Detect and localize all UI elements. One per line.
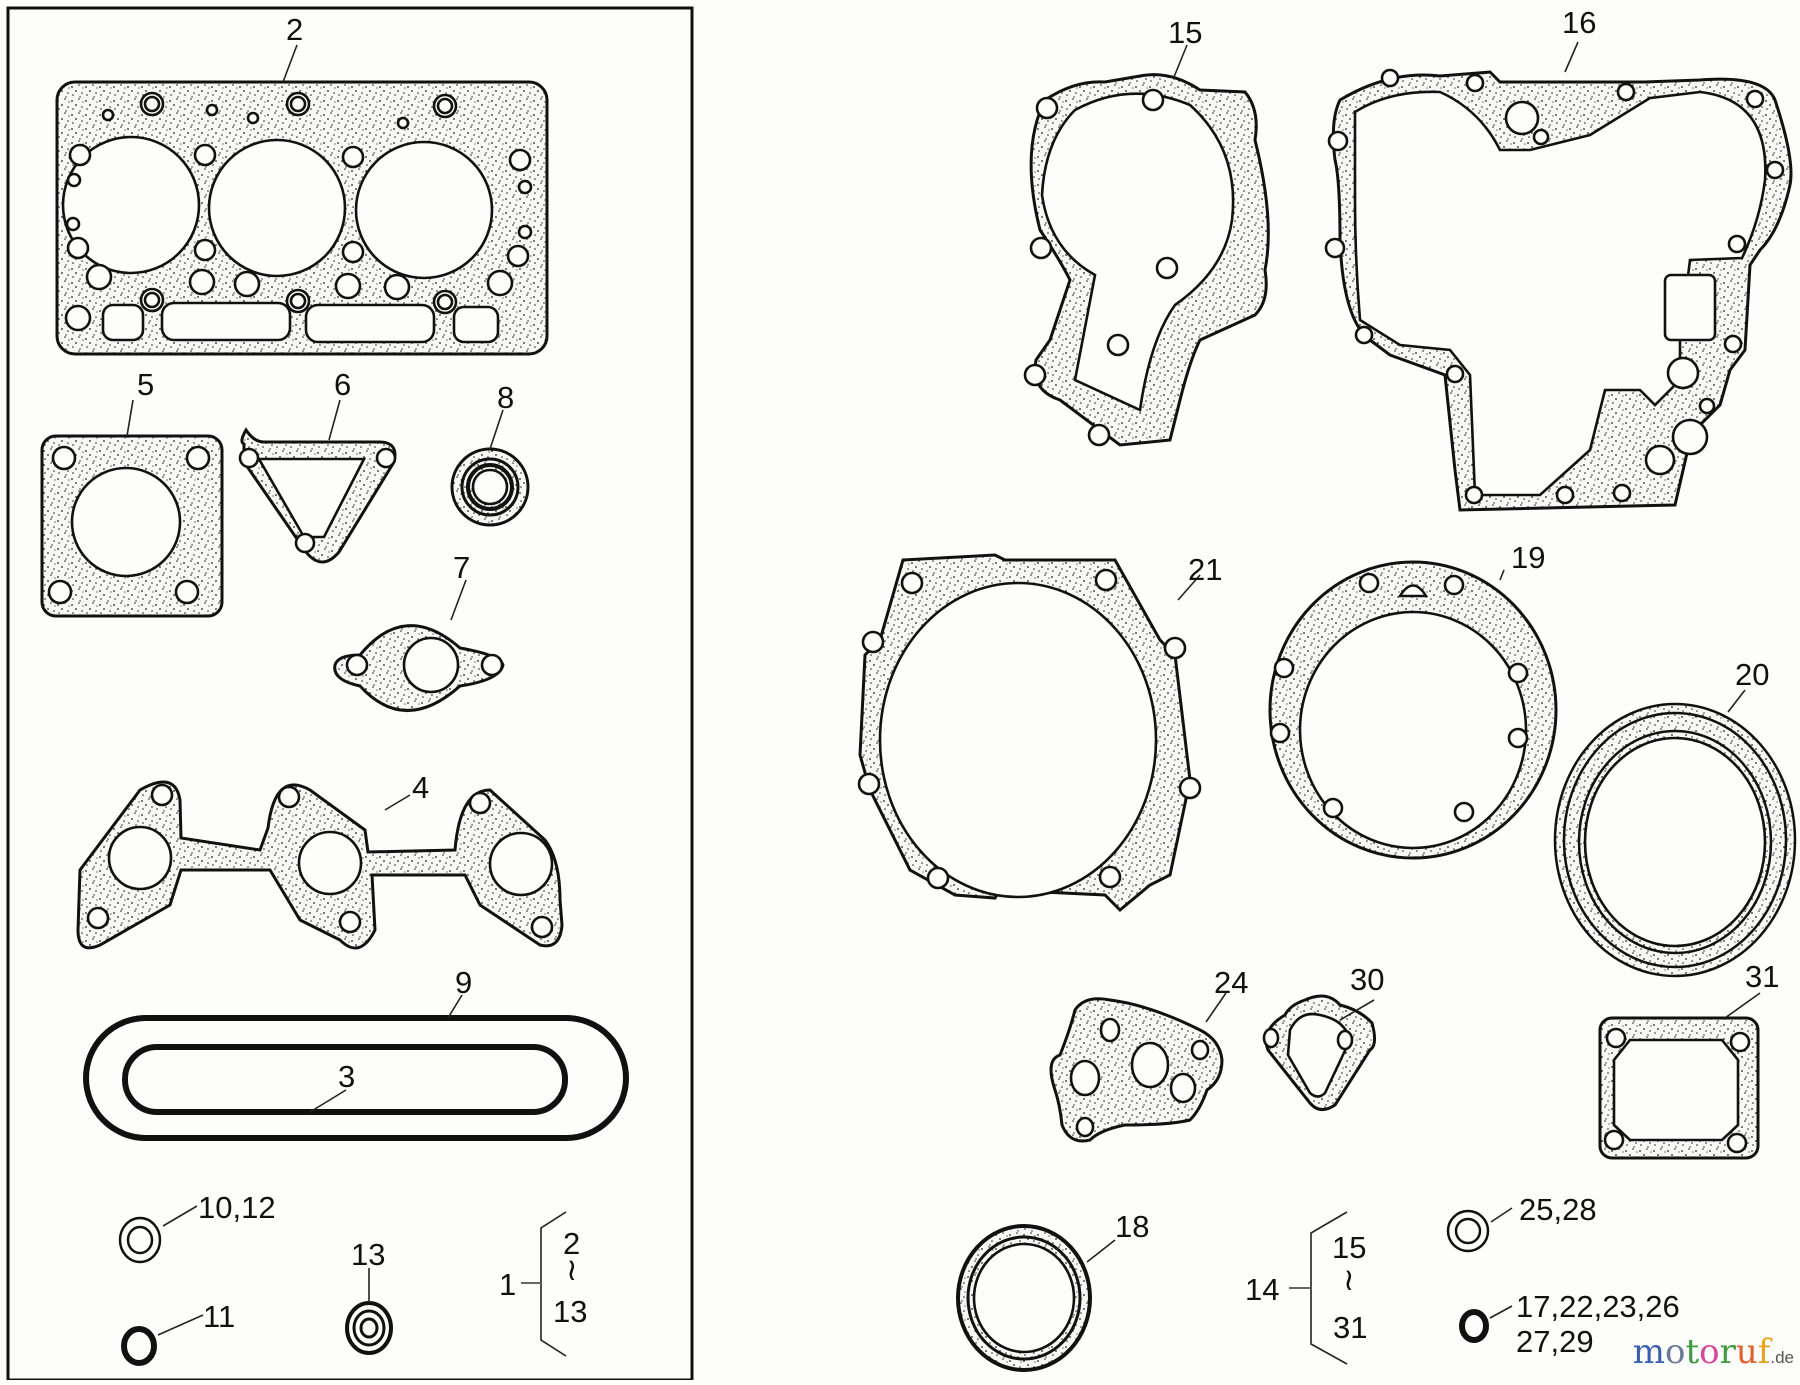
callout-16: 16 bbox=[1562, 5, 1596, 40]
wm-letter: t bbox=[1685, 1332, 1700, 1372]
part-17-22-23-26-27-29-o-ring[interactable] bbox=[1459, 1309, 1489, 1343]
wm-letter: o bbox=[1699, 1332, 1720, 1372]
callout-o-ring-line1: 17,22,23,26 bbox=[1516, 1289, 1680, 1324]
callout-3: 3 bbox=[338, 1059, 355, 1094]
bracket-1-to: 13 bbox=[553, 1294, 587, 1329]
callout-10-12: 10,12 bbox=[198, 1190, 276, 1225]
bracket-14-label: 14 bbox=[1245, 1272, 1279, 1307]
set-bracket-1: 1 2 ≀ 13 bbox=[499, 1211, 587, 1357]
callout-15: 15 bbox=[1168, 15, 1202, 50]
callout-19: 19 bbox=[1511, 540, 1545, 575]
part-5-square-flange-gasket[interactable] bbox=[40, 434, 224, 618]
part-18-oil-seal[interactable] bbox=[956, 1224, 1092, 1372]
wm-letter: f bbox=[1757, 1332, 1771, 1372]
bracket-14-range: ≀ bbox=[1343, 1262, 1355, 1297]
bracket-1-from: 2 bbox=[563, 1226, 580, 1261]
wm-letter: r bbox=[1719, 1332, 1736, 1372]
callout-11: 11 bbox=[203, 1299, 235, 1334]
callout-4: 4 bbox=[412, 770, 429, 805]
callout-30: 30 bbox=[1350, 962, 1384, 997]
part-8-oil-seal[interactable] bbox=[450, 447, 530, 527]
callout-18: 18 bbox=[1115, 1209, 1149, 1244]
callout-25-28: 25,28 bbox=[1519, 1192, 1597, 1227]
callout-9: 9 bbox=[455, 965, 472, 1000]
wm-letter: m bbox=[1632, 1332, 1665, 1372]
part-16-gear-case-gasket[interactable] bbox=[1324, 68, 1793, 512]
callout-5: 5 bbox=[137, 367, 154, 402]
callout-20: 20 bbox=[1735, 657, 1769, 692]
part-24-port-gasket[interactable] bbox=[1049, 997, 1224, 1143]
bracket-1-range: ≀ bbox=[566, 1252, 578, 1287]
bracket-1-label: 1 bbox=[499, 1267, 516, 1302]
part-2-head-gasket[interactable] bbox=[55, 80, 549, 356]
part-31-cover-gasket[interactable] bbox=[1598, 1016, 1760, 1160]
part-13-valve-stem-seal[interactable] bbox=[345, 1301, 393, 1355]
part-4-manifold-gasket[interactable] bbox=[76, 780, 564, 950]
part-10-12-washer[interactable] bbox=[118, 1216, 162, 1264]
callout-31: 31 bbox=[1745, 959, 1779, 994]
bracket-14-from: 15 bbox=[1332, 1230, 1366, 1265]
callout-o-ring-line2: 27,29 bbox=[1516, 1324, 1594, 1359]
callout-6: 6 bbox=[334, 367, 351, 402]
part-21-octagonal-gasket[interactable] bbox=[857, 553, 1202, 913]
set-bracket-14: 14 15 ≀ 31 bbox=[1245, 1211, 1367, 1365]
wm-tld: .de bbox=[1770, 1348, 1794, 1367]
part-30-fuel-pump-gasket[interactable] bbox=[1262, 994, 1377, 1111]
bracket-14-to: 31 bbox=[1333, 1310, 1367, 1345]
wm-letter: u bbox=[1735, 1332, 1758, 1372]
motoruf-watermark: motoruf.de bbox=[1633, 1332, 1794, 1372]
part-20-crankshaft-seal[interactable] bbox=[1553, 702, 1797, 978]
part-19-round-gasket[interactable] bbox=[1268, 560, 1558, 860]
part-15-water-pump-gasket[interactable] bbox=[1023, 73, 1270, 447]
callout-8: 8 bbox=[497, 380, 514, 415]
part-11-o-ring[interactable] bbox=[121, 1326, 157, 1366]
part-9-outer-oblong-ring[interactable] bbox=[83, 1015, 629, 1141]
callout-7: 7 bbox=[453, 550, 470, 585]
part-6-triangular-gasket[interactable] bbox=[238, 427, 397, 564]
part-3-inner-oblong-ring[interactable] bbox=[122, 1044, 568, 1115]
callout-21: 21 bbox=[1188, 552, 1222, 587]
callout-24: 24 bbox=[1214, 965, 1248, 1000]
callout-13: 13 bbox=[351, 1237, 385, 1272]
part-7-oval-flange-gasket[interactable] bbox=[333, 624, 505, 712]
callout-2: 2 bbox=[286, 12, 303, 47]
wm-letter: o bbox=[1664, 1332, 1686, 1372]
part-25-28-washer[interactable] bbox=[1446, 1209, 1490, 1253]
